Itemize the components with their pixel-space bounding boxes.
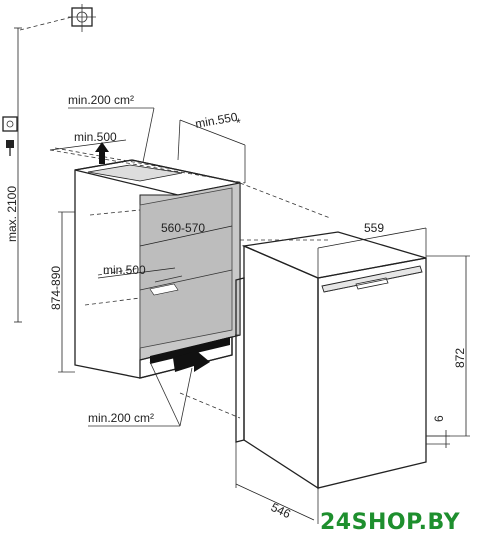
airflow-up-arrow <box>95 142 109 164</box>
asterisk-mark: * <box>236 116 241 130</box>
depth-inner-label: min.500 <box>103 263 146 277</box>
unit-depth-dim-line <box>235 483 315 521</box>
watermark-logo: 24SHOP.BY <box>320 510 461 535</box>
vent-bottom-label: min.200 cm² <box>88 411 154 425</box>
vent-top-label: min.200 cm² <box>68 93 134 107</box>
socket-icon <box>2 116 18 132</box>
niche-cabinet <box>74 159 241 379</box>
plug-icon <box>6 140 14 156</box>
refrigerator-unit <box>235 231 427 490</box>
unit-height-label: 872 <box>453 348 467 368</box>
crosshair-symbol <box>19 4 96 32</box>
niche-height-label: 874-890 <box>49 266 63 310</box>
max-height-label: max. 2100 <box>5 186 19 242</box>
unit-width-dim-line <box>317 227 427 249</box>
niche-width-dim-line <box>139 225 233 247</box>
plinth-label: 6 <box>432 415 446 422</box>
niche-width-label: 560-570 <box>161 221 205 235</box>
depth-inner-dim-line <box>97 267 176 279</box>
airflow-in-arrow <box>173 347 210 372</box>
depth-top-label: min.500 <box>74 130 117 144</box>
unit-depth-label: 546 <box>269 500 293 521</box>
unit-width-label: 559 <box>364 221 384 235</box>
